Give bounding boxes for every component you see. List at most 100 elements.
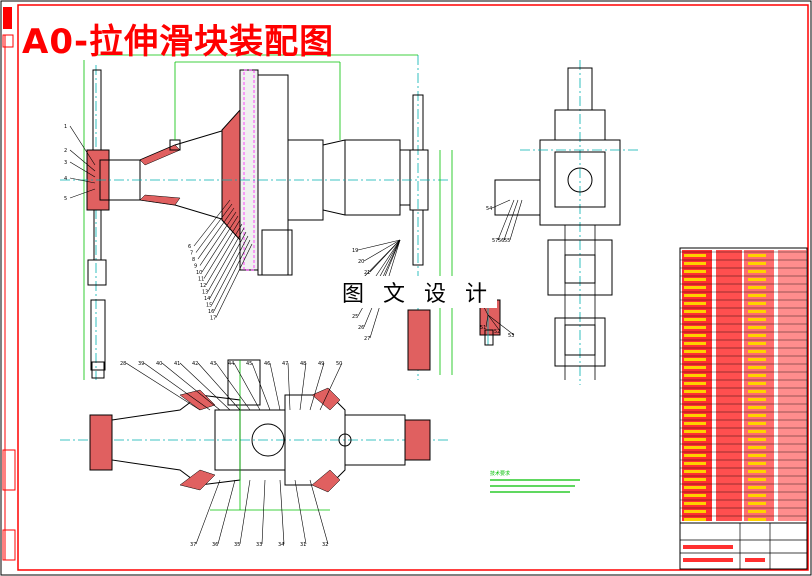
parts-row-mark (684, 302, 706, 305)
parts-row-mark (684, 430, 706, 433)
part-label: 20 (358, 259, 364, 265)
part-label: 26 (358, 325, 364, 331)
parts-row-mark (684, 326, 706, 329)
part-label: 46 (264, 361, 270, 367)
parts-row-mark (748, 446, 766, 449)
part-label: 9 (194, 264, 197, 270)
parts-row-mark (748, 350, 766, 353)
part-label: 44 (228, 361, 234, 367)
part-label: 3 (64, 160, 67, 166)
bottom-view (60, 359, 450, 511)
parts-row-mark (748, 422, 766, 425)
parts-row-mark (684, 398, 706, 401)
inner-frame (17, 4, 809, 571)
parts-row-mark (748, 454, 766, 457)
parts-row-mark (748, 310, 766, 313)
parts-row-mark (684, 406, 706, 409)
parts-row-mark (748, 278, 766, 281)
parts-row-mark (748, 486, 766, 489)
parts-row-mark (684, 350, 706, 353)
part-label: 7 (190, 251, 193, 257)
parts-row-mark (748, 358, 766, 361)
part-label: 55 (504, 238, 510, 244)
parts-row-mark (748, 342, 766, 345)
part-label: 32 (322, 542, 328, 548)
parts-row-mark (748, 382, 766, 385)
parts-row-mark (748, 294, 766, 297)
top-view (60, 54, 453, 380)
part-label: 41 (174, 361, 180, 367)
parts-row-mark (684, 278, 706, 281)
parts-row-mark (684, 318, 706, 321)
parts-row-mark (748, 438, 766, 441)
parts-row-mark (748, 406, 766, 409)
parts-row-mark (748, 326, 766, 329)
side-view (494, 60, 640, 385)
parts-row-mark (748, 262, 766, 265)
parts-row-mark (684, 446, 706, 449)
part-label: 42 (192, 361, 198, 367)
parts-row-mark (748, 510, 766, 513)
part-label: 12 (200, 283, 206, 289)
part-label: 8 (192, 257, 195, 263)
parts-row-mark (684, 510, 706, 513)
binding-mark (3, 7, 12, 29)
parts-row-mark (748, 502, 766, 505)
part-label: 13 (202, 290, 208, 296)
part-label: 2 (64, 148, 67, 154)
technical-notes: 技术要求 (490, 470, 580, 493)
parts-row-mark (748, 414, 766, 417)
parts-row-mark (684, 486, 706, 489)
parts-list (679, 247, 808, 524)
part-label: 15 (206, 303, 212, 309)
part-label: 27 (364, 336, 370, 342)
parts-row-mark (684, 374, 706, 377)
parts-row-mark (748, 366, 766, 369)
parts-row-mark (748, 462, 766, 465)
parts-row-mark (684, 502, 706, 505)
parts-row-mark (748, 302, 766, 305)
part-label: 48 (300, 361, 306, 367)
part-label: 51 (480, 325, 486, 331)
part-label: 1 (64, 124, 67, 130)
parts-row-mark (748, 430, 766, 433)
parts-row-mark (684, 478, 706, 481)
parts-row-mark (684, 454, 706, 457)
part-label: 4 (64, 176, 67, 182)
part-label: 36 (212, 542, 218, 548)
parts-row-mark (748, 518, 766, 521)
part-label: 47 (282, 361, 288, 367)
parts-row-mark (748, 254, 766, 257)
part-label: 52 (494, 329, 500, 335)
parts-row-mark (684, 270, 706, 273)
parts-row-mark (684, 518, 706, 521)
part-label: 57 (492, 238, 498, 244)
part-label: 43 (210, 361, 216, 367)
part-label: 33 (256, 542, 262, 548)
parts-row-mark (748, 390, 766, 393)
parts-row-mark (684, 382, 706, 385)
part-label: 53 (508, 333, 514, 339)
part-label: 39 (138, 361, 144, 367)
parts-row-mark (748, 478, 766, 481)
parts-row-mark (748, 334, 766, 337)
part-label: 10 (196, 270, 202, 276)
parts-row-mark (684, 334, 706, 337)
part-label: 6 (188, 244, 191, 250)
parts-row-mark (684, 494, 706, 497)
part-label: 45 (246, 361, 252, 367)
parts-row-mark (748, 286, 766, 289)
part-label: 28 (120, 361, 126, 367)
part-label: 17 (210, 316, 216, 322)
notes-heading: 技术要求 (490, 470, 510, 477)
part-label: 54 (486, 206, 492, 212)
part-label: 31 (300, 542, 306, 548)
title-block (679, 522, 808, 570)
watermark: 图 文 设 计 (338, 276, 497, 308)
part-label: 56 (498, 238, 504, 244)
parts-row-mark (748, 374, 766, 377)
drawing-title: A0-拉伸滑块装配图 (22, 22, 335, 62)
parts-row-mark (748, 470, 766, 473)
parts-row-mark (684, 462, 706, 465)
